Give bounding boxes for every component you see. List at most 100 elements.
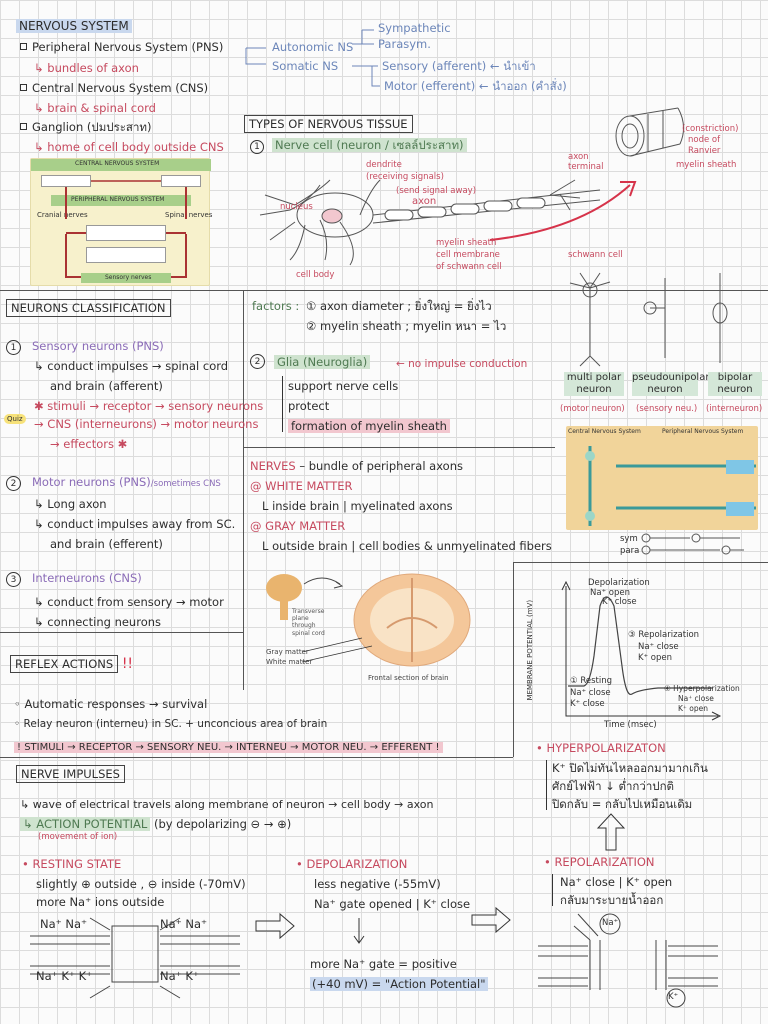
rest-label-1: ① Resting: [570, 676, 612, 686]
tissue-title-text: TYPES OF NERVOUS TISSUE: [244, 115, 413, 133]
reflex-title: REFLEX ACTIONS !!: [10, 655, 133, 673]
divider-graph-top: [513, 562, 768, 563]
cell-body-label: cell body: [296, 270, 335, 280]
hyper-line-3: ปิดกลับ = กลับไปเหมือนเดิม: [552, 797, 693, 811]
repol-membrane-drawing: [538, 913, 718, 1008]
gray-matter-heading: @ GRAY MATTER: [250, 519, 346, 533]
divider-graph-left: [513, 562, 514, 757]
dendrite-label: dendrite: [366, 160, 402, 170]
sensory-line-1: ↳ conduct impulses → spinal cord: [34, 359, 229, 373]
white-matter-heading: @ WHITE MATTER: [250, 479, 353, 493]
depol-label-1: Depolarization: [588, 578, 650, 588]
reflex-title-text: REFLEX ACTIONS: [10, 655, 119, 673]
repol-title: • REPOLARIZATION: [544, 855, 655, 869]
quiz-badge: Quiz: [4, 414, 26, 425]
myelin-sheath-2: myelin sheath: [676, 160, 737, 170]
checkbox-icon: [20, 84, 27, 91]
impulses-line-1: ↳ wave of electrical travels along membr…: [20, 798, 434, 811]
reflex-line-2: ◦ Relay neuron (interneu) in SC. + uncon…: [14, 718, 328, 730]
motor-neurons-heading: Motor neurons (PNS)/sometimes CNS: [32, 475, 221, 490]
motor-line-3: and brain (efferent): [50, 537, 163, 551]
middle-box-2: [86, 247, 166, 263]
pns-line: Peripheral Nervous System (PNS): [20, 40, 224, 55]
parasym-text: Parasym.: [378, 37, 431, 51]
impulses-title: NERVE IMPULSES: [16, 765, 125, 783]
sensory-text: Sensory (afferent) ← นำเข้า: [382, 59, 536, 73]
sensory-neurons-heading: Sensory neurons (PNS): [32, 339, 164, 353]
hyper-title: • HYPERPOLARIZATON: [536, 741, 666, 755]
send-note: (send signal away): [396, 186, 477, 196]
nerves-desc: – bundle of peripheral axons: [299, 459, 463, 473]
spinal-label: Spinal nerves: [165, 211, 213, 219]
pns-bar: [51, 195, 191, 206]
right-arrow-icon: [255, 912, 295, 940]
repol-line-1: Na⁺ close | K⁺ open: [560, 875, 673, 889]
glia-line-3: formation of myelin sheath: [288, 419, 450, 434]
gray-matter-label: Gray matter: [266, 648, 309, 656]
pns-text: Peripheral Nervous System (PNS): [32, 40, 224, 54]
divider-neurons-bottom: [0, 632, 243, 633]
action-potential-text: ↳ ACTION POTENTIAL: [20, 817, 151, 831]
sym-label: sym: [620, 534, 638, 544]
hyper-label-2: Na⁺ close: [678, 694, 714, 703]
reflex-chain-text: ! STIMULI → RECEPTOR → SENSORY NEU. → IN…: [14, 742, 443, 753]
repol-label-1: ③ Repolarization: [628, 630, 700, 640]
resting-title: • RESTING STATE: [22, 857, 122, 871]
resting-k-2: Na⁺ K⁺: [160, 969, 199, 983]
hyper-line-2: ศักย์ไฟฟ้า ↓ ต่ำกว่าปกติ: [552, 779, 675, 793]
myelin-label: myelin sheath: [436, 238, 497, 248]
gray-matter-desc: L outside brain | cell bodies & unmyelin…: [262, 539, 552, 553]
ranvier-3: Ranvier: [688, 146, 721, 156]
white-matter-desc: L inside brain | myelinated axons: [262, 499, 453, 513]
myelin-note-1: cell membrane: [436, 250, 500, 260]
inter-line-2: ↳ connecting neurons: [34, 615, 162, 629]
hyper-label-1: ④ Hyperpolarization: [664, 684, 740, 693]
repol-bracket: [552, 874, 553, 906]
neurons-title-text: NEURONS CLASSIFICATION: [6, 299, 171, 317]
factor-2: ② myelin sheath ; myelin หนา = ไว: [306, 319, 507, 333]
ap-graph-svg: [561, 580, 722, 721]
ranvier-2: node of: [688, 135, 721, 145]
rest-label-3: K⁺ close: [570, 699, 605, 709]
factors-label: factors :: [252, 299, 300, 313]
repol-na: Na⁺: [602, 918, 619, 928]
myelin-note-2: of schwann cell: [436, 262, 502, 272]
axon-terminal-label: axon terminal: [568, 152, 604, 173]
pseudo-note: (sensory neu.): [636, 404, 698, 414]
depol-line-4: (+40 mV) = "Action Potential": [310, 977, 488, 992]
glia-line-2: protect: [288, 399, 330, 413]
multipolar-note: (motor neuron): [560, 404, 625, 414]
neuron-types-drawing: [569, 272, 728, 367]
cns-pns-diagram: CENTRAL NERVOUS SYSTEM PERIPHERAL NERVOU…: [30, 158, 213, 286]
somatic-text: Somatic NS: [272, 59, 339, 73]
ns-tree-arrows: [245, 29, 380, 87]
resting-membrane-drawing: [30, 917, 240, 999]
divider-top-horizontal: [0, 290, 768, 291]
resting-na-1: Na⁺ Na⁺: [40, 917, 88, 931]
nervous-system-title: NERVOUS SYSTEM: [16, 19, 132, 33]
pathway-diagram: Central Nervous System Peripheral Nervou…: [566, 426, 758, 530]
reflex-chain: ! STIMULI → RECEPTOR → SENSORY NEU. → IN…: [14, 740, 443, 754]
depol-label-2: Na⁺ open: [590, 588, 630, 598]
schwann-label: schwann cell: [568, 250, 623, 260]
impulses-line-3: (movement of ion): [38, 832, 118, 842]
ganglion-note: ↳ home of cell body outside CNS: [34, 140, 224, 154]
depol-line-1: less negative (-55mV): [314, 877, 441, 891]
checkbox-icon: [20, 123, 27, 130]
cns-note: ↳ brain & spinal cord: [34, 101, 156, 115]
divider-glia-bottom: [243, 447, 555, 448]
motor-line-1: ↳ Long axon: [34, 497, 107, 511]
cns-bar-label: CENTRAL NERVOUS SYSTEM: [75, 160, 160, 167]
ganglion-text: Ganglion (ปมประสาท): [32, 120, 152, 134]
sensory-line-4: → CNS (interneurons) → motor neurons: [34, 417, 259, 431]
nerves-line: NERVES – bundle of peripheral axons: [250, 459, 463, 474]
pathway-lines: [585, 446, 756, 526]
nerve-cell-text: Nerve cell (neuron / เซลล์ประสาท): [272, 138, 467, 152]
rest-label-2: Na⁺ close: [570, 688, 611, 698]
divider-vertical-middle: [243, 290, 244, 690]
resting-k-1: Na⁺ K⁺ K⁺: [36, 969, 93, 983]
para-label: para: [620, 546, 640, 556]
resting-line-2: more Na⁺ ions outside: [36, 895, 165, 909]
graph-ylabel: MEMBRANE POTENTIAL (mV): [526, 599, 535, 701]
glia-note: ← no impulse conduction: [396, 358, 528, 370]
